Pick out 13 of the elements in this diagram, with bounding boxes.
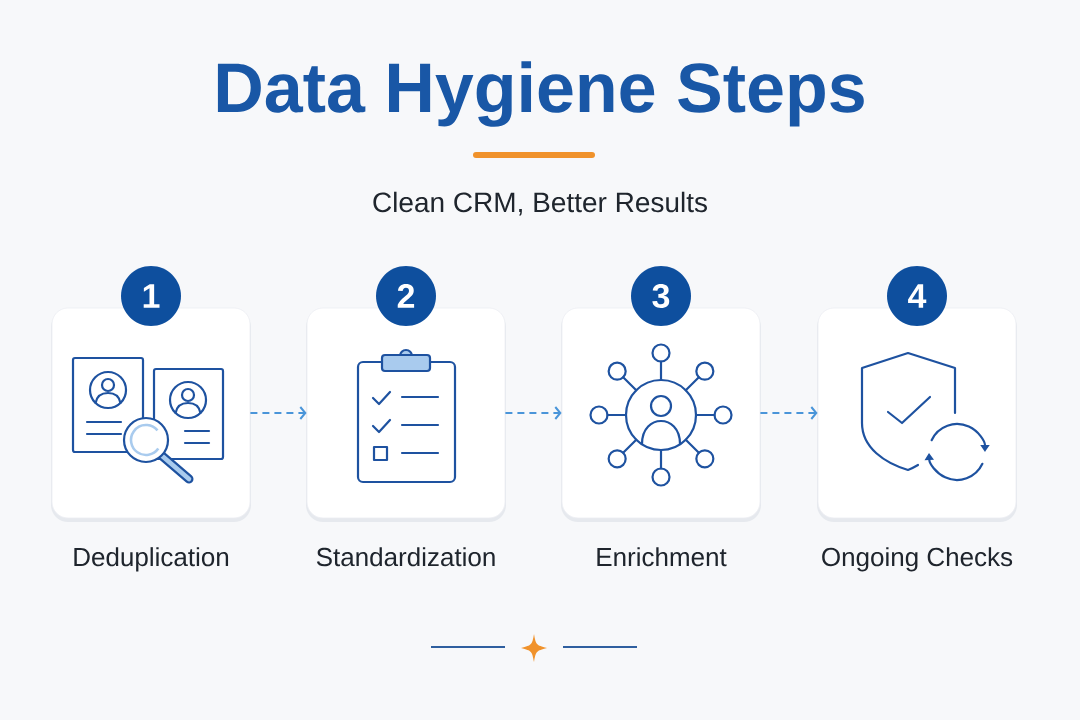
number-badge: 2: [376, 266, 436, 326]
arrow: [504, 406, 562, 420]
arrow: [759, 406, 818, 420]
step-label: Deduplication: [74, 547, 229, 572]
number-badge: 3: [631, 266, 691, 326]
arrow: [249, 406, 307, 420]
step-label: Standardization: [316, 547, 495, 567]
number-badge: 4: [887, 266, 947, 326]
title: Data Hygiene Steps: [217, 61, 864, 127]
number-badge: 1: [121, 266, 181, 326]
step-label: Ongoing Checks: [822, 547, 1013, 572]
subtitle: Clean CRM, Better Results: [373, 191, 707, 216]
step-label: Enrichment: [597, 547, 727, 567]
